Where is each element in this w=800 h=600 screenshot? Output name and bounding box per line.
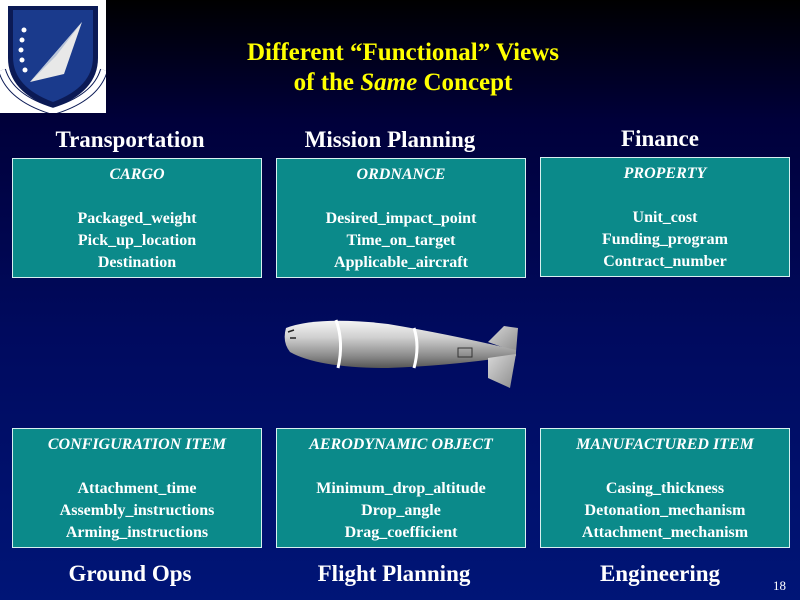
attribute: Desired_impact_point: [325, 210, 477, 227]
attribute: Casing_thickness: [605, 480, 725, 497]
attribute: Drag_coefficient: [344, 524, 458, 541]
view-box-cargo: CARGO Packaged_weight Pick_up_location D…: [12, 158, 262, 278]
view-heading-flight-planning: Flight Planning: [317, 561, 471, 586]
box-title: CONFIGURATION ITEM: [47, 436, 227, 453]
attribute: Arming_instructions: [65, 524, 209, 541]
title-line-2: of the Same Concept: [200, 68, 606, 98]
page-number: 18: [773, 578, 786, 593]
attribute: Drop_angle: [361, 502, 441, 519]
slide-title: Different “Functional” Views of the Same…: [200, 38, 606, 98]
view-heading-transportation: Transportation: [55, 127, 205, 152]
title-line-2-suffix: Concept: [417, 69, 513, 96]
box-title: CARGO: [109, 166, 165, 183]
bomb-illustration: [284, 319, 518, 388]
attribute: Time_on_target: [346, 232, 456, 249]
attribute: Pick_up_location: [77, 232, 197, 249]
title-emphasis: Same: [360, 69, 418, 96]
view-box-configuration-item: CONFIGURATION ITEM Attachment_time Assem…: [12, 428, 262, 548]
view-box-property: PROPERTY Unit_cost Funding_program Contr…: [540, 157, 790, 277]
view-heading-finance: Finance: [621, 126, 699, 151]
afrl-logo: [0, 0, 108, 116]
box-title: PROPERTY: [623, 165, 707, 182]
title-line-2-prefix: of the: [293, 69, 361, 96]
attribute: Destination: [97, 254, 177, 271]
view-box-ordnance: ORDNANCE Desired_impact_point Time_on_ta…: [276, 158, 526, 278]
attribute: Attachment_time: [77, 480, 197, 497]
attribute: Applicable_aircraft: [334, 254, 468, 271]
attribute: Funding_program: [602, 231, 728, 248]
view-heading-ground-ops: Ground Ops: [68, 561, 192, 586]
attribute: Attachment_mechanism: [581, 524, 749, 541]
attribute: Assembly_instructions: [59, 502, 215, 519]
attribute: Contract_number: [603, 253, 727, 270]
attribute: Minimum_drop_altitude: [316, 480, 486, 497]
view-box-aerodynamic-object: AERODYNAMIC OBJECT Minimum_drop_altitude…: [276, 428, 526, 548]
view-box-manufactured-item: MANUFACTURED ITEM Casing_thickness Deton…: [540, 428, 790, 548]
attribute: Detonation_mechanism: [584, 502, 746, 519]
shield-emblem-icon: [0, 6, 108, 116]
title-line-1: Different “Functional” Views: [246, 39, 559, 66]
box-title: AERODYNAMIC OBJECT: [309, 436, 493, 453]
attribute: Packaged_weight: [77, 210, 197, 227]
view-heading-mission-planning: Mission Planning: [304, 127, 476, 152]
box-title: MANUFACTURED ITEM: [576, 436, 754, 453]
view-heading-engineering: Engineering: [599, 561, 721, 586]
box-title: ORDNANCE: [356, 166, 446, 183]
attribute: Unit_cost: [632, 209, 698, 226]
